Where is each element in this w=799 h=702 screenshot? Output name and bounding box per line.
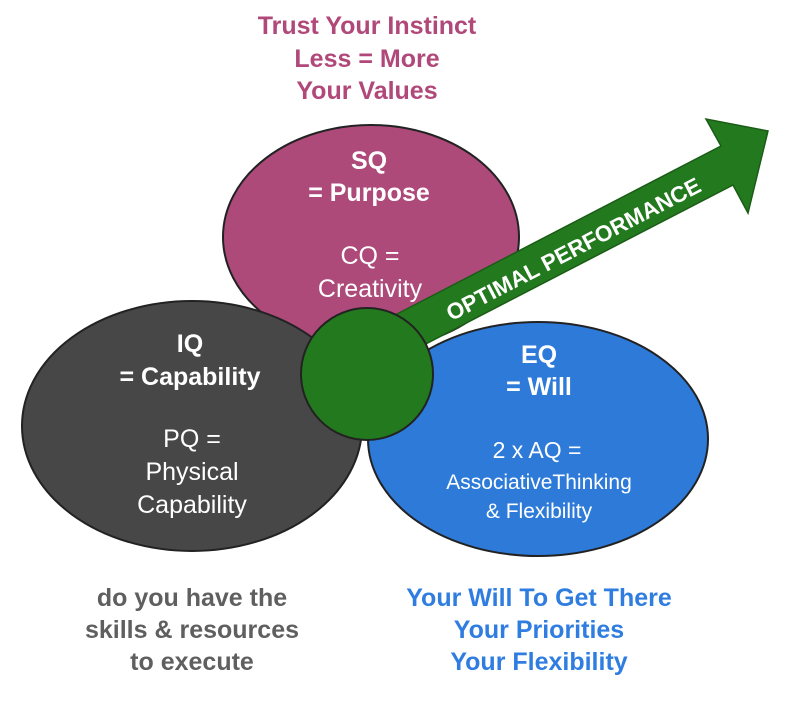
eq-subtitle: = Will [506,373,572,401]
top-note-line-2: Less = More [294,45,439,73]
top-note-line-1: Trust Your Instinct [258,12,477,40]
bottom-left-line-3: to execute [130,648,254,676]
eq-body-line-3: & Flexibility [486,500,593,523]
bottom-right-line-3: Your Flexibility [450,648,627,676]
sq-body-line-2: Creativity [318,275,423,303]
sq-title: SQ [351,147,387,175]
iq-circle: IQ = Capability PQ = Physical Capability [21,300,363,552]
iq-title: IQ [177,330,203,358]
iq-body-line-2: Physical [145,458,238,486]
sq-subtitle: = Purpose [308,179,430,207]
bottom-left-line-1: do you have the [97,584,287,612]
eq-title: EQ [521,341,557,369]
eq-body-line-1: 2 x AQ = [493,437,582,463]
iq-subtitle: = Capability [119,363,260,391]
sq-body-line-1: CQ = [340,242,399,270]
bottom-right-line-1: Your Will To Get There [406,584,672,612]
bottom-left-line-2: skills & resources [85,616,299,644]
eq-circle: EQ = Will 2 x AQ = AssociativeThinking &… [367,321,709,557]
eq-body-line-2: AssociativeThinking [446,471,632,494]
top-note-line-3: Your Values [296,77,437,105]
top-note: Trust Your Instinct Less = More Your Val… [258,12,477,105]
center-circle [300,307,434,441]
iq-body-line-3: Capability [137,491,247,519]
arrow-shape [344,117,769,380]
bottom-left-note: do you have the skills & resources to ex… [85,584,299,676]
bottom-right-line-2: Your Priorities [454,616,624,644]
sq-circle: SQ = Purpose CQ = Creativity [222,124,520,350]
iq-body-line-1: PQ = [163,425,221,453]
bottom-right-note: Your Will To Get There Your Priorities Y… [406,584,672,676]
